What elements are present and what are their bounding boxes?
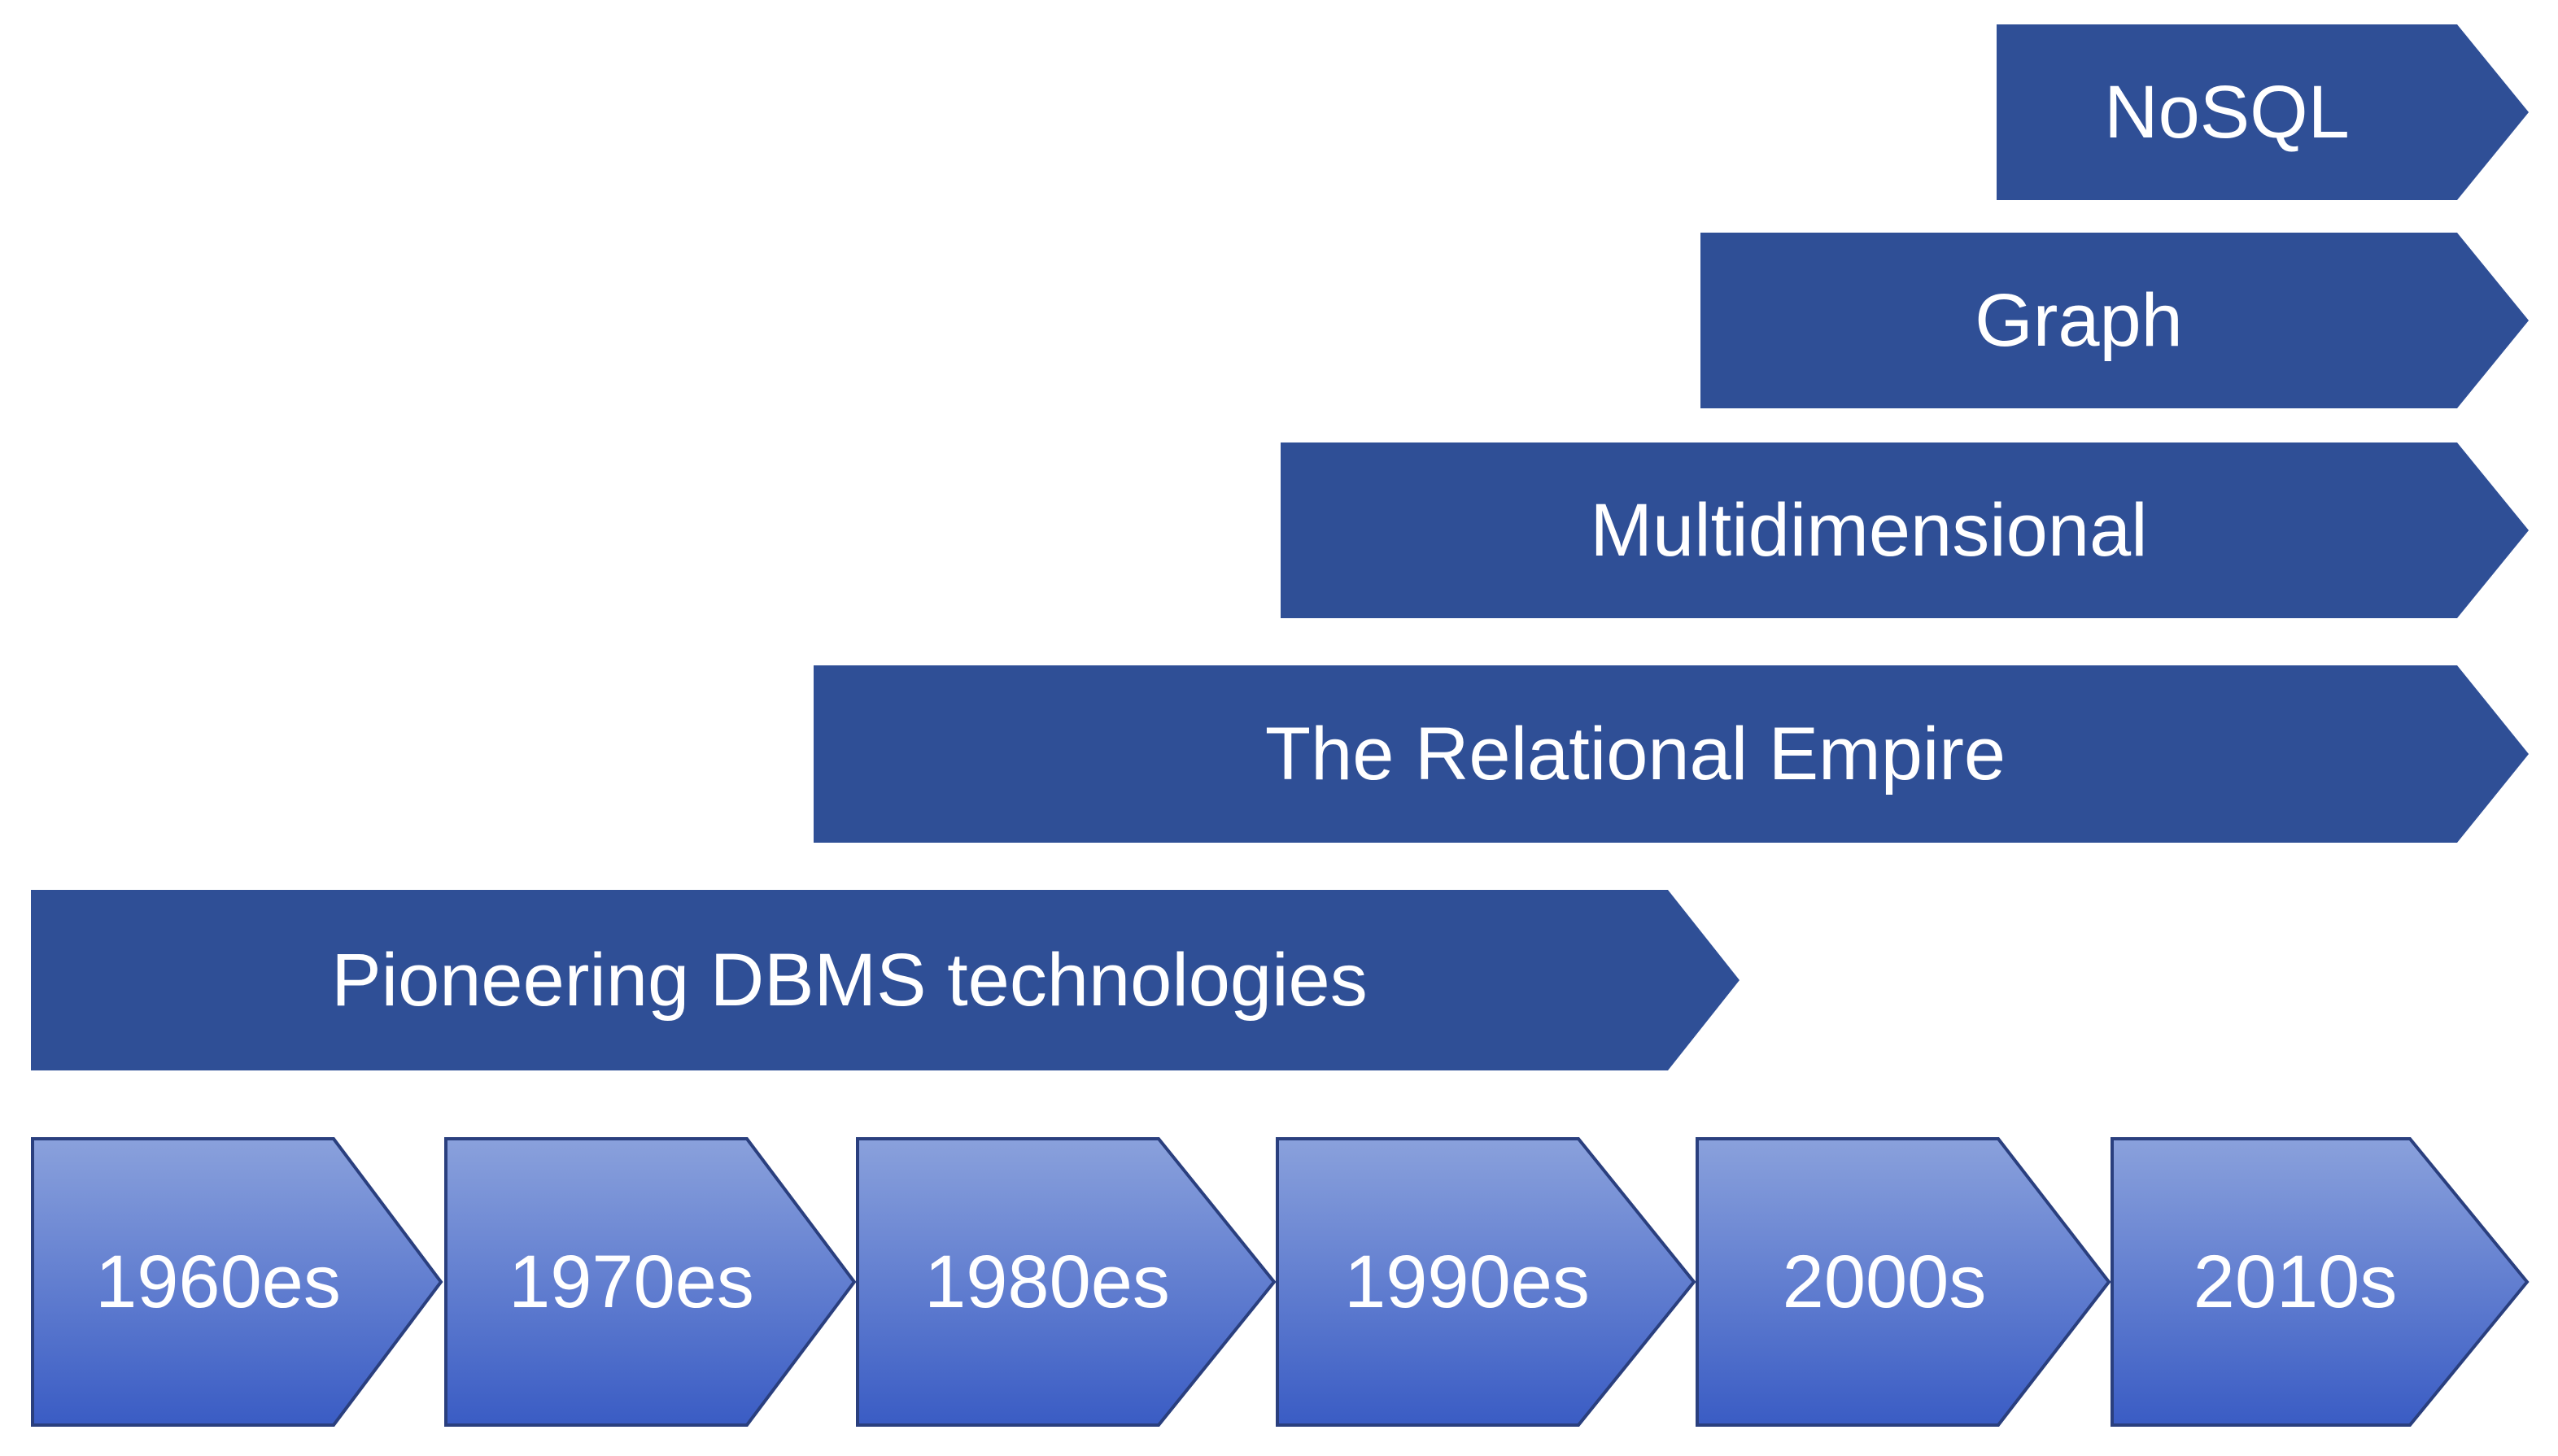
era-graph: Graph	[1700, 233, 2529, 408]
era-label: Pioneering DBMS technologies	[331, 938, 1368, 1022]
decade-label: 1980es	[924, 1240, 1170, 1323]
decade-1980es: 1980es	[856, 1137, 1277, 1427]
era-label: Multidimensional	[1590, 488, 2148, 572]
decade-1960es: 1960es	[31, 1137, 443, 1427]
decade-label: 2000s	[1782, 1240, 1987, 1323]
era-relational-empire: The Relational Empire	[814, 665, 2529, 843]
era-label: Graph	[1975, 278, 2183, 362]
decade-2010s: 2010s	[2111, 1137, 2530, 1427]
era-nosql: NoSQL	[1997, 24, 2529, 200]
decade-label: 1990es	[1344, 1240, 1590, 1323]
era-multidimensional: Multidimensional	[1281, 442, 2529, 618]
era-label: NoSQL	[2104, 70, 2350, 154]
decade-label: 1970es	[509, 1240, 754, 1323]
decade-1990es: 1990es	[1276, 1137, 1696, 1427]
era-pioneering-dbms: Pioneering DBMS technologies	[31, 890, 1740, 1070]
decade-label: 2010s	[2193, 1240, 2398, 1323]
decade-label: 1960es	[95, 1240, 341, 1323]
decade-2000s: 2000s	[1696, 1137, 2111, 1427]
decade-1970es: 1970es	[444, 1137, 857, 1427]
era-label: The Relational Empire	[1264, 712, 2006, 796]
